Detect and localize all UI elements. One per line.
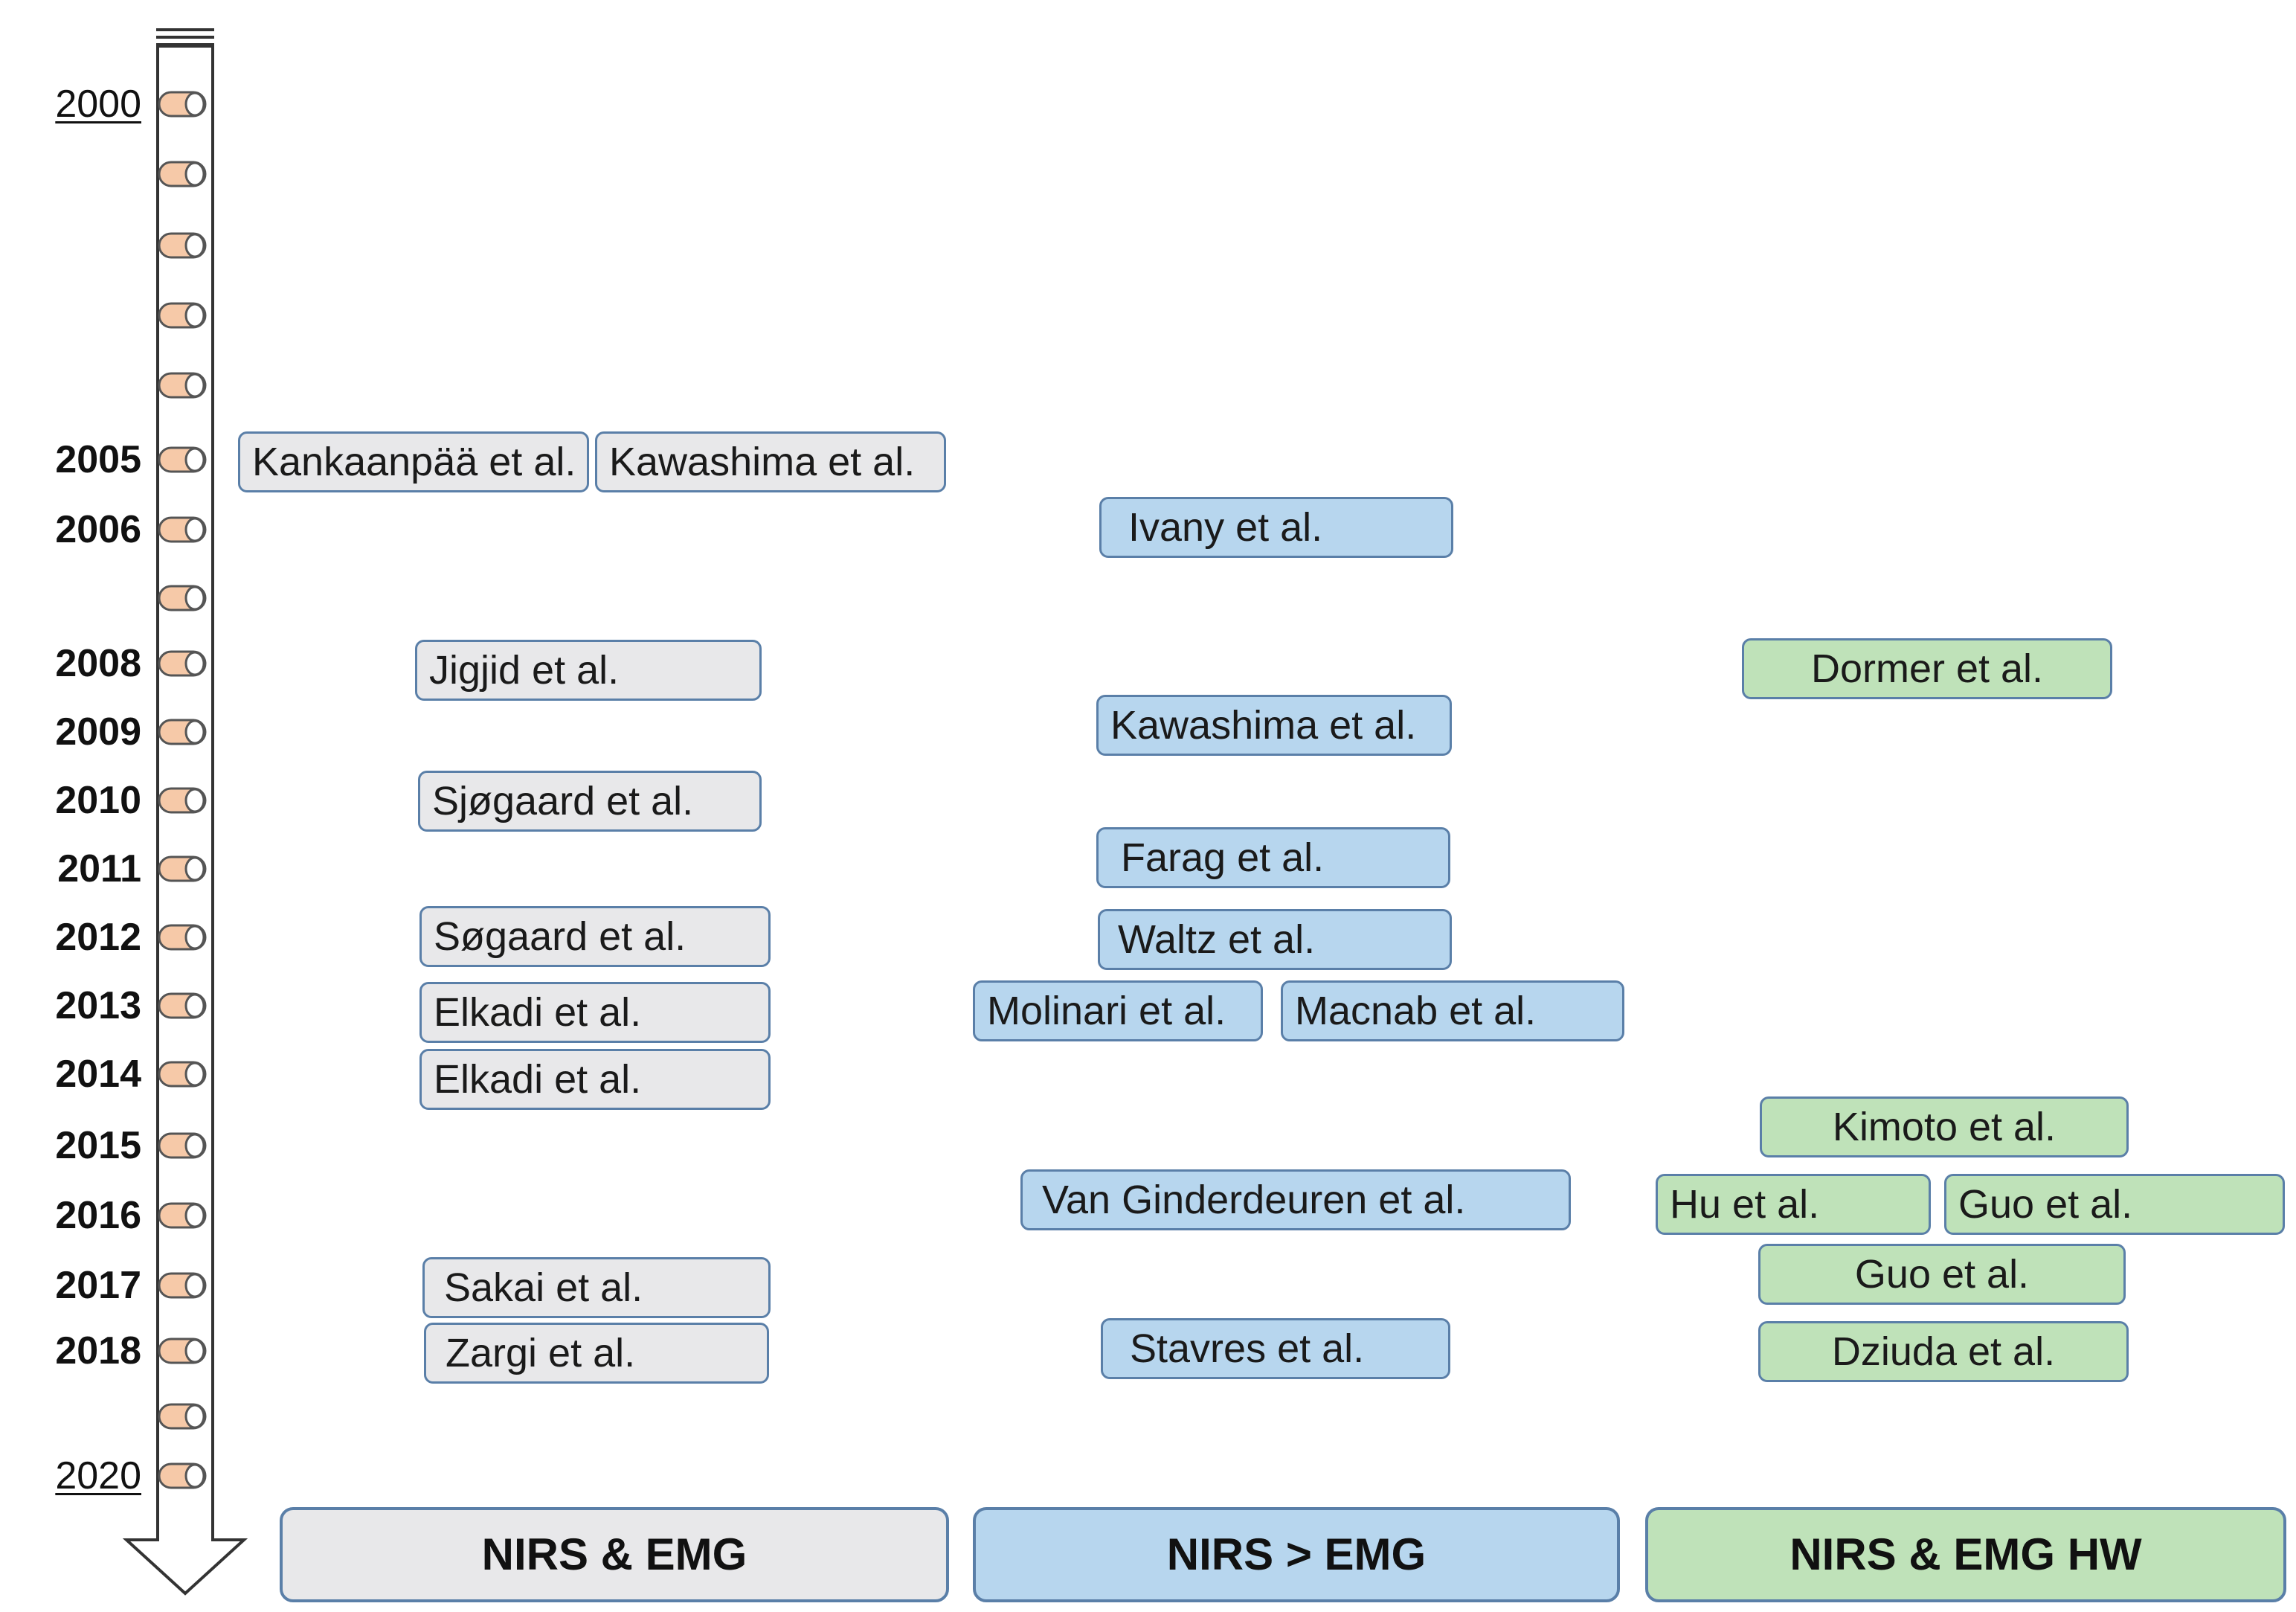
year-label: 2006 bbox=[55, 508, 141, 551]
year-marker bbox=[158, 372, 207, 399]
year-label: 2000 bbox=[55, 83, 141, 126]
year-marker bbox=[158, 1403, 207, 1430]
study-kankaanpaa: Kankaanpää et al. bbox=[238, 431, 589, 492]
year-marker bbox=[158, 1338, 207, 1364]
study-elkadi-2014: Elkadi et al. bbox=[419, 1049, 771, 1110]
year-markers bbox=[158, 91, 207, 1489]
study-sjogaard: Sjøgaard et al. bbox=[418, 771, 762, 832]
study-elkadi-2013: Elkadi et al. bbox=[419, 982, 771, 1043]
year-marker bbox=[158, 91, 207, 118]
year-label: 2017 bbox=[55, 1264, 141, 1307]
year-marker bbox=[158, 650, 207, 677]
category-nirs-emg: NIRS & EMG bbox=[280, 1507, 949, 1602]
category-nirs-emg-hw: NIRS & EMG HW bbox=[1645, 1507, 2286, 1602]
study-molinari: Molinari et al. bbox=[973, 980, 1263, 1041]
study-macnab: Macnab et al. bbox=[1281, 980, 1624, 1041]
year-label: 2009 bbox=[55, 710, 141, 754]
year-label: 2018 bbox=[55, 1329, 141, 1372]
year-marker bbox=[158, 1132, 207, 1159]
year-marker bbox=[158, 516, 207, 543]
year-label: 2005 bbox=[55, 438, 141, 481]
category-nirs-gt-emg: NIRS > EMG bbox=[973, 1507, 1620, 1602]
study-jigjid: Jigjid et al. bbox=[415, 640, 762, 701]
study-sogaard: Søgaard et al. bbox=[419, 906, 771, 967]
study-dormer: Dormer et al. bbox=[1742, 638, 2112, 699]
year-marker bbox=[158, 161, 207, 187]
year-label: 2014 bbox=[55, 1053, 141, 1096]
study-sakai: Sakai et al. bbox=[422, 1257, 771, 1318]
study-stavres: Stavres et al. bbox=[1101, 1318, 1450, 1379]
year-marker bbox=[158, 302, 207, 329]
year-marker bbox=[158, 232, 207, 259]
year-label: 2008 bbox=[55, 642, 141, 685]
year-label: 2015 bbox=[55, 1124, 141, 1167]
year-marker bbox=[158, 585, 207, 611]
study-ivany: Ivany et al. bbox=[1099, 497, 1453, 558]
study-kawashima-2005: Kawashima et al. bbox=[595, 431, 946, 492]
year-marker bbox=[158, 1061, 207, 1088]
year-marker bbox=[158, 787, 207, 814]
year-marker bbox=[158, 924, 207, 951]
year-marker bbox=[158, 719, 207, 745]
timeline-shaft bbox=[122, 28, 248, 1596]
year-label: 2011 bbox=[57, 847, 141, 890]
study-guo-2016: Guo et al. bbox=[1944, 1174, 2285, 1235]
year-marker bbox=[158, 446, 207, 473]
year-label: 2020 bbox=[55, 1454, 141, 1497]
year-label: 2012 bbox=[55, 916, 141, 959]
study-kimoto: Kimoto et al. bbox=[1760, 1096, 2129, 1157]
study-guo-2017: Guo et al. bbox=[1758, 1244, 2126, 1305]
year-label: 2010 bbox=[55, 779, 141, 822]
year-marker bbox=[158, 1202, 207, 1229]
year-marker bbox=[158, 855, 207, 882]
study-waltz: Waltz et al. bbox=[1098, 909, 1452, 970]
year-marker bbox=[158, 1272, 207, 1299]
study-hu: Hu et al. bbox=[1656, 1174, 1931, 1235]
study-van-ginderdeuren: Van Ginderdeuren et al. bbox=[1020, 1169, 1571, 1230]
study-dziuda: Dziuda et al. bbox=[1758, 1321, 2129, 1382]
year-label: 2016 bbox=[55, 1194, 141, 1237]
study-kawashima-2009: Kawashima et al. bbox=[1096, 695, 1452, 756]
year-label: 2013 bbox=[55, 984, 141, 1027]
study-zargi: Zargi et al. bbox=[424, 1323, 769, 1384]
year-marker bbox=[158, 992, 207, 1019]
year-marker bbox=[158, 1462, 207, 1489]
study-farag: Farag et al. bbox=[1096, 827, 1450, 888]
